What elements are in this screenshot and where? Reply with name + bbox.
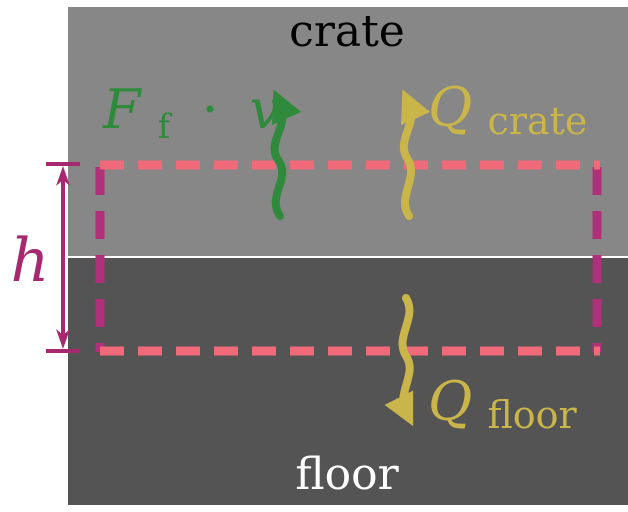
friction-power-label: F f · v [102, 78, 280, 151]
height-marker-bottom-arrowhead [56, 329, 70, 349]
height-symbol: h [11, 226, 50, 296]
friction-dot-operator: · [201, 78, 218, 141]
heat-crate-arrow [399, 89, 431, 220]
heat-floor-symbol: Q [428, 370, 472, 433]
friction-force-subscript: f [158, 107, 173, 147]
floor-label: floor [295, 449, 399, 500]
heat-floor-arrow [384, 294, 414, 427]
heat-floor-subscript: floor [487, 393, 577, 437]
friction-velocity-symbol: v [250, 78, 281, 141]
heat-floor-label: Q floor [428, 370, 578, 437]
friction-power-arrow [270, 89, 302, 220]
friction-force-symbol: F [102, 78, 143, 141]
floor-region [68, 257, 628, 505]
height-marker-top-arrowhead [56, 166, 70, 186]
crate-region [68, 7, 628, 257]
crate-label: crate [289, 6, 405, 57]
heat-crate-symbol: Q [428, 76, 472, 139]
heat-crate-label: Q crate [428, 76, 587, 143]
heat-crate-subscript: crate [487, 99, 587, 143]
control-volume [95, 160, 602, 356]
height-marker [46, 162, 80, 353]
